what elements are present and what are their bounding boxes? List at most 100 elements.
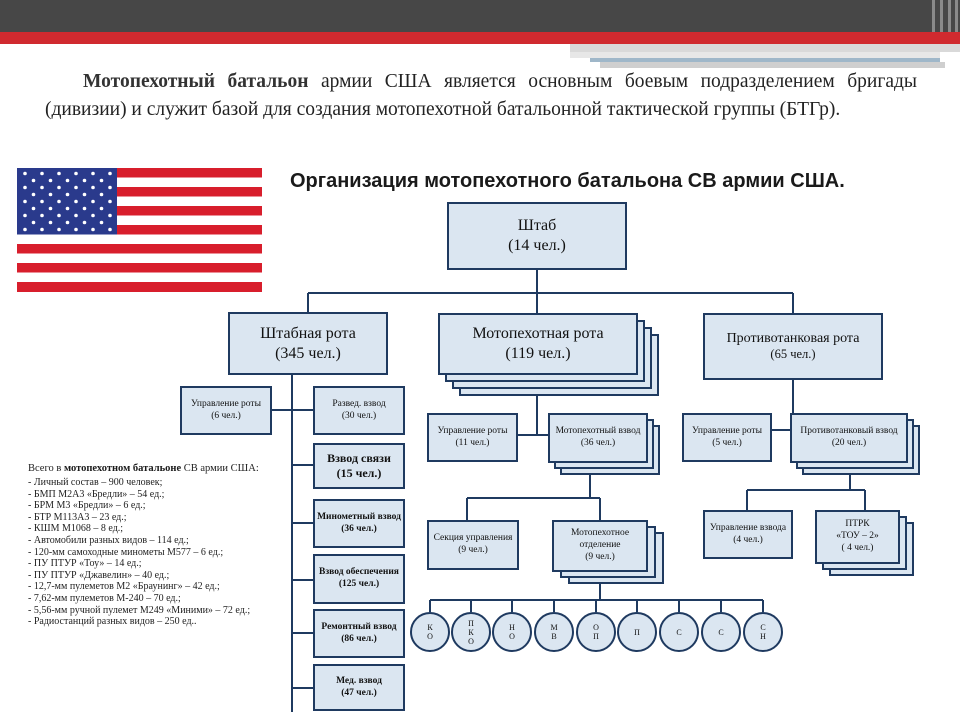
totals-heading-post: СВ армии США: <box>181 463 259 474</box>
totals-block: Всего в мотопехотном батальоне СВ армии … <box>28 462 273 628</box>
header-stripe <box>590 58 940 62</box>
repair-platoon-box: Ремонтный взвод (86 чел.) <box>313 609 405 658</box>
antitank-platoon-box: Противотанковый взвод (20 чел.) <box>790 413 908 463</box>
antitank-platoon-count: (20 чел.) <box>831 438 867 448</box>
squad-member-circle: П <box>617 612 657 652</box>
infantry-squad-count: (9 чел.) <box>585 551 615 562</box>
squad-member-letter: П <box>634 627 640 637</box>
flag-star <box>82 220 87 225</box>
infantry-platoon-label: Мотопехотный взвод <box>555 426 641 437</box>
flag-star <box>74 171 78 176</box>
corner-stripes <box>928 0 960 32</box>
antitank-company-label: Противотанковая рота <box>726 330 860 346</box>
hq-company-label: Штабная рота <box>260 324 356 342</box>
flag-star <box>31 178 36 183</box>
flag-star <box>23 199 27 204</box>
infantry-company-count: (119 чел.) <box>505 345 571 362</box>
flag-star <box>99 178 104 183</box>
signal-platoon-count: (15 чел.) <box>336 466 382 480</box>
squad-member-letter: К <box>468 627 474 637</box>
squad-member-letter: О <box>509 632 515 641</box>
flag-star <box>23 171 27 176</box>
antitank-company-count: (65 чел.) <box>770 347 816 362</box>
flag-star <box>91 213 95 218</box>
squad-member-circle: С <box>659 612 699 652</box>
flag-star <box>82 192 87 197</box>
ptrk-count: ( 4 чел.) <box>841 542 874 553</box>
hq-company-mgmt-label: Управление роты <box>191 398 261 409</box>
flag-star <box>48 192 53 197</box>
totals-item: 5,56-мм ручной пулемет М249 «Миними» – 7… <box>28 605 273 617</box>
squad-member-letter: К <box>427 623 433 632</box>
squad-member-letter: М <box>550 623 558 632</box>
hq-company-count: (345 чел.) <box>275 344 341 362</box>
totals-item: Автомобили разных видов – 114 ед.; <box>28 535 273 547</box>
totals-heading-pre: Всего в <box>28 463 64 474</box>
squad-member-letter: С <box>760 623 766 632</box>
hq-company-box: Штабная рота (345 чел.) <box>228 312 388 375</box>
flag-star <box>74 199 78 204</box>
antitank-company-mgmt-label: Управление роты <box>692 425 762 436</box>
hq-company-mgmt-box: Управление роты (6 чел.) <box>180 386 272 435</box>
signal-platoon-box: Взвод связи (15 чел.) <box>313 443 405 489</box>
infantry-company-mgmt-label: Управление роты <box>437 425 508 436</box>
totals-item: 12,7-мм пулеметов М2 «Браунинг» – 42 ед.… <box>28 581 273 593</box>
intro-lead: Мотопехотный батальон <box>83 71 309 92</box>
totals-item: ПУ ПТУР «Тоу» – 14 ед.; <box>28 558 273 570</box>
flag-star <box>108 171 112 176</box>
infantry-company-label: Мотопехотная рота <box>472 325 604 342</box>
flag-star <box>40 171 44 176</box>
medical-platoon-box: Мед. взвод (47 чел.) <box>313 664 405 711</box>
repair-platoon-count: (86 чел.) <box>341 633 377 644</box>
flag-star <box>23 185 27 190</box>
totals-item: 120-мм самоходные минометы М577 – 6 ед.; <box>28 547 273 559</box>
antitank-company-mgmt-box: Управление роты (5 чел.) <box>682 413 772 462</box>
squad-member-letter: В <box>551 632 557 641</box>
infantry-squad-label: Мотопехотное отделение <box>570 528 630 551</box>
flag-star <box>40 213 44 218</box>
intro-text: армии США является основным боевым подра… <box>45 71 917 120</box>
infantry-mgmt-section-box: Секция управления (9 чел.) <box>427 520 519 570</box>
infantry-company-mgmt-count: (11 чел.) <box>455 437 490 448</box>
totals-item: БРМ М3 «Бредли» – 6 ед.; <box>28 500 273 512</box>
flag-star <box>23 213 27 218</box>
recon-platoon-box: Развед. взвод (30 чел.) <box>313 386 405 435</box>
header-stripe <box>570 52 940 58</box>
flag-star <box>108 227 112 232</box>
support-platoon-count: (125 чел.) <box>338 579 380 589</box>
recon-platoon-label: Развед. взвод <box>332 398 386 409</box>
totals-item: 7,62-мм пулеметов М-240 – 70 ед.; <box>28 593 273 605</box>
flag-star <box>99 206 104 211</box>
antitank-company-mgmt-count: (5 чел.) <box>712 437 742 448</box>
flag-star <box>48 206 53 211</box>
header-stripe <box>570 44 960 52</box>
infantry-mgmt-section-count: (9 чел.) <box>458 545 488 555</box>
header-stripe <box>600 62 945 68</box>
squad-member-letter: С <box>676 627 682 637</box>
totals-item: Личный состав – 900 человек; <box>28 477 273 489</box>
diagram-title: Организация мотопехотного батальона СВ а… <box>290 170 845 192</box>
totals-item: КШМ М1068 – 8 ед.; <box>28 523 273 535</box>
flag-star <box>48 220 53 225</box>
signal-platoon-label: Взвод связи <box>327 451 391 465</box>
antitank-platoon-mgmt-box: Управление взвода (4 чел.) <box>703 510 793 559</box>
infantry-platoon-box: Мотопехотный взвод (36 чел.) <box>548 413 648 463</box>
antitank-platoon-label: Противотанковый взвод <box>800 426 898 437</box>
flag-star <box>31 220 36 225</box>
flag-star <box>57 199 61 204</box>
medical-platoon-count: (47 чел.) <box>341 687 377 698</box>
mortar-platoon-count: (36 чел.) <box>341 523 377 534</box>
flag-star <box>65 220 70 225</box>
infantry-platoon-count: (36 чел.) <box>580 438 616 448</box>
antitank-platoon-mgmt-count: (4 чел.) <box>733 534 763 545</box>
repair-platoon-label: Ремонтный взвод <box>321 621 397 632</box>
flag-star <box>108 185 112 190</box>
hq-count: (14 чел.) <box>508 237 566 254</box>
flag-star <box>23 227 27 232</box>
flag-star <box>40 199 44 204</box>
flag-star <box>74 185 78 190</box>
flag-star <box>65 192 70 197</box>
